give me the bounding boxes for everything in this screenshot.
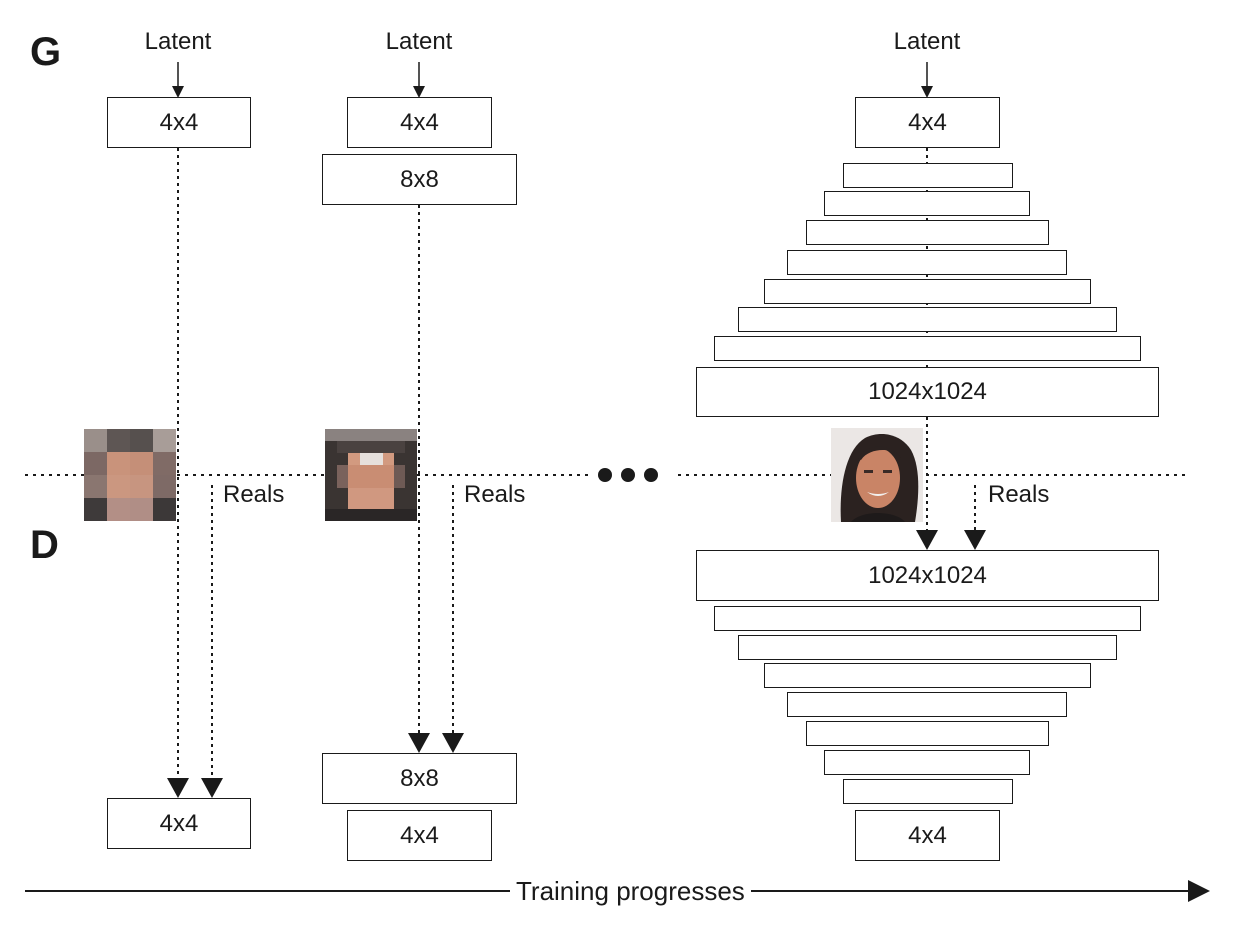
d-block-4x4: 4x4: [107, 798, 251, 849]
g-intermediate-block: [764, 279, 1091, 304]
arrowhead: [201, 778, 223, 798]
generated-image-1024: [831, 428, 923, 522]
g-intermediate-block: [787, 250, 1067, 275]
ellipsis-dot: [644, 468, 658, 482]
ellipsis-dot: [621, 468, 635, 482]
arrowhead: [964, 530, 986, 550]
g-intermediate-block: [806, 220, 1049, 245]
training-axis-label: Training progresses: [510, 876, 751, 906]
arrowhead: [408, 733, 430, 753]
reals-label: Reals: [988, 481, 1050, 508]
arrowhead: [167, 778, 189, 798]
latent-label: Latent: [385, 28, 453, 55]
reals-label: Reals: [223, 481, 285, 508]
g-intermediate-block: [714, 336, 1141, 361]
generated-image-8x8: [325, 429, 417, 521]
arrowhead: [916, 530, 938, 550]
d-intermediate-block: [843, 779, 1013, 804]
d-intermediate-block: [764, 663, 1091, 688]
d-intermediate-block: [714, 606, 1141, 631]
d-block-4x4: 4x4: [855, 810, 1000, 861]
training-axis-arrowhead: [1188, 880, 1210, 902]
latent-label: Latent: [893, 28, 961, 55]
g-block-8x8: 8x8: [322, 154, 517, 205]
generator-label: G: [30, 30, 62, 74]
arrowhead: [442, 733, 464, 753]
d-intermediate-block: [787, 692, 1067, 717]
g-intermediate-block: [824, 191, 1030, 216]
d-block-8x8: 8x8: [322, 753, 517, 804]
ellipsis-dot: [598, 468, 612, 482]
d-intermediate-block: [824, 750, 1030, 775]
d-block-1024x1024: 1024x1024: [696, 550, 1159, 601]
g-intermediate-block: [843, 163, 1013, 188]
g-block-4x4: 4x4: [107, 97, 251, 148]
latent-label: Latent: [144, 28, 212, 55]
g-block-4x4: 4x4: [855, 97, 1000, 148]
d-intermediate-block: [806, 721, 1049, 746]
face-image: [831, 428, 923, 522]
discriminator-label: D: [30, 523, 59, 567]
d-intermediate-block: [738, 635, 1117, 660]
g-block-1024x1024: 1024x1024: [696, 367, 1159, 417]
d-block-4x4: 4x4: [347, 810, 492, 861]
generated-image-4x4: [84, 429, 176, 521]
g-intermediate-block: [738, 307, 1117, 332]
reals-label: Reals: [464, 481, 526, 508]
g-block-4x4: 4x4: [347, 97, 492, 148]
